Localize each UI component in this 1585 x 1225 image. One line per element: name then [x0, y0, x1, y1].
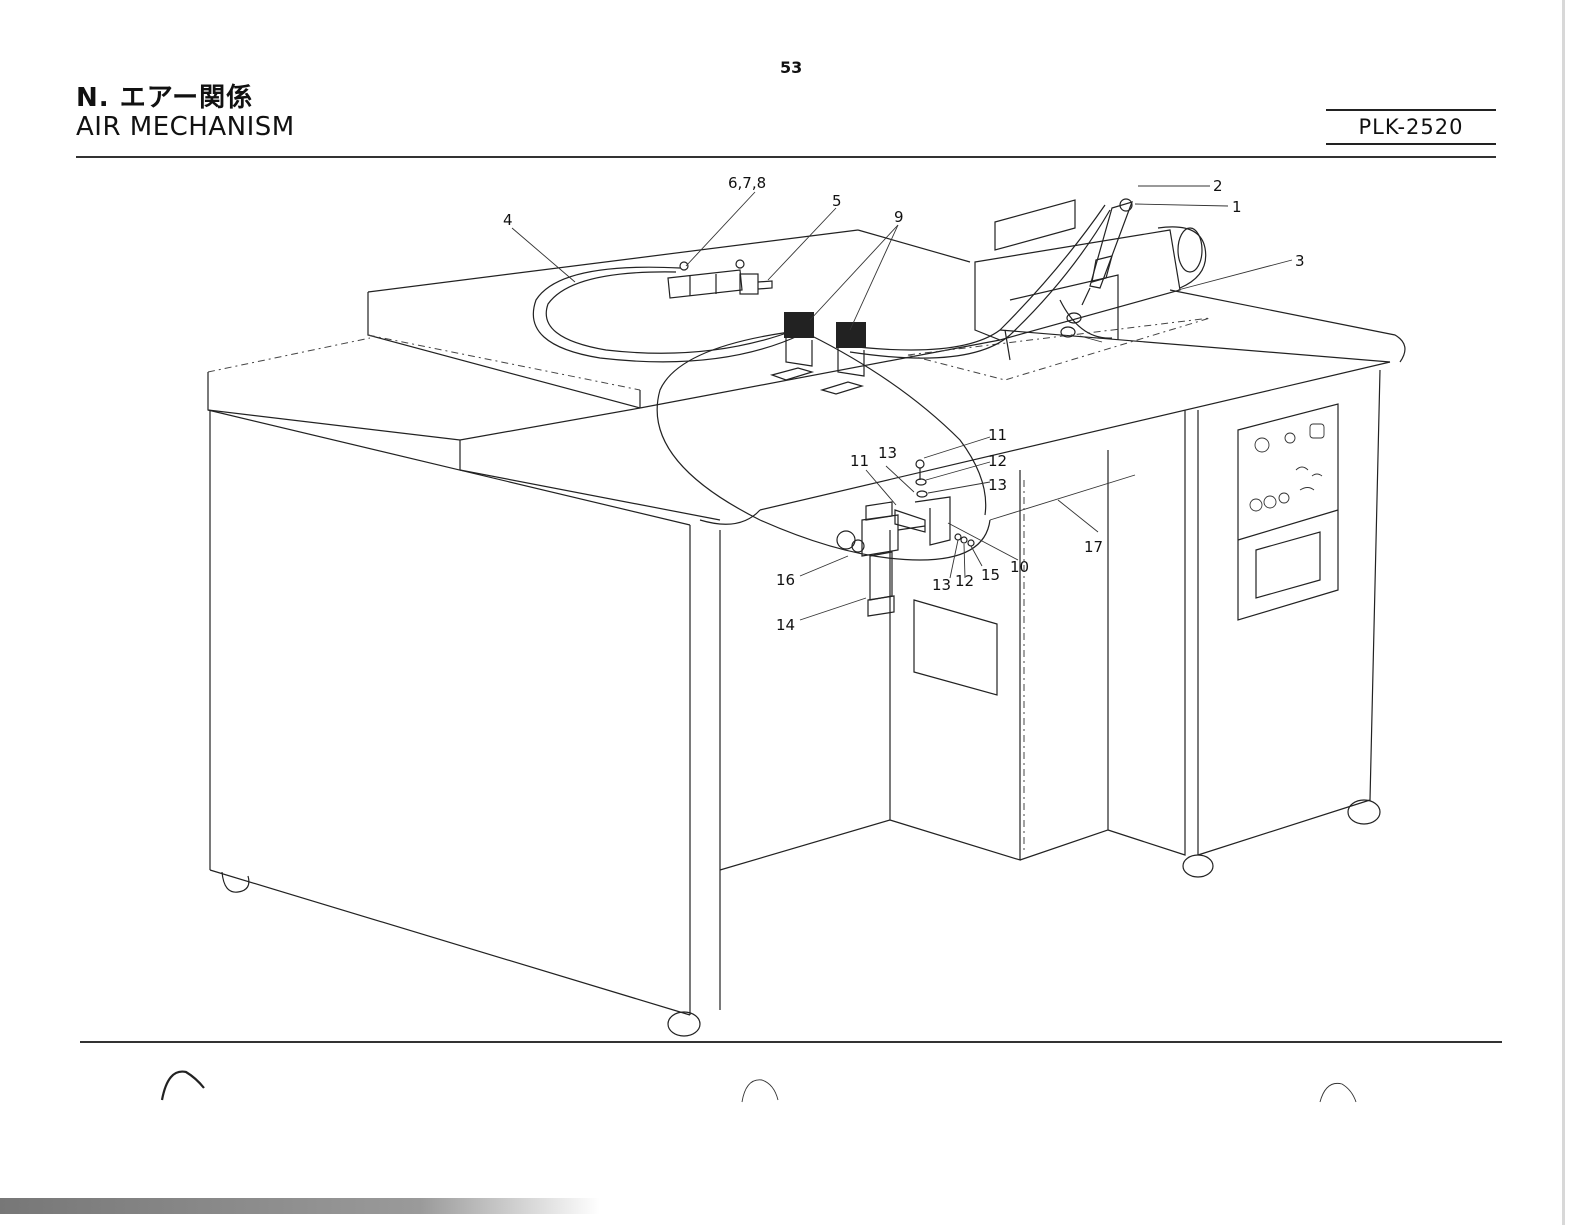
- callout-13-top: 13: [878, 444, 897, 462]
- callout-17: 17: [1084, 538, 1103, 556]
- caster-middle: [1183, 855, 1213, 877]
- air-cylinder: [668, 260, 772, 298]
- callout-3: 3: [1295, 252, 1305, 270]
- sewing-machine-head: [975, 200, 1206, 340]
- callout-16: 16: [776, 571, 795, 589]
- callout-13-bottom: 13: [932, 576, 951, 594]
- solenoid-valve-left: [772, 312, 814, 380]
- callout-10: 10: [1010, 558, 1029, 576]
- callout-11-upper: 11: [988, 426, 1007, 444]
- callout-14: 14: [776, 616, 795, 634]
- air-tubing: [533, 205, 1135, 560]
- callout-11-lower: 11: [850, 452, 869, 470]
- callout-2: 2: [1213, 177, 1223, 195]
- table-drawing: [208, 230, 1405, 1036]
- callout-1: 1: [1232, 198, 1242, 216]
- callout-5: 5: [832, 192, 842, 210]
- callout-6-7-8: 6,7,8: [728, 174, 766, 192]
- solenoid-valve-right: [822, 322, 866, 394]
- callout-9: 9: [894, 208, 904, 226]
- callout-12-lower: 12: [955, 572, 974, 590]
- callout-13-right: 13: [988, 476, 1007, 494]
- caster-right: [1348, 800, 1380, 824]
- caster-front-left: [668, 1012, 700, 1036]
- callout-15: 15: [981, 566, 1000, 584]
- callout-4: 4: [503, 211, 513, 229]
- filter-regulator: [837, 502, 925, 616]
- mounting-bracket: [895, 460, 974, 546]
- leader-lines: [512, 186, 1292, 620]
- callout-12-upper: 12: [988, 452, 1007, 470]
- control-box: [1238, 404, 1338, 620]
- footer-marks: [162, 1072, 1356, 1102]
